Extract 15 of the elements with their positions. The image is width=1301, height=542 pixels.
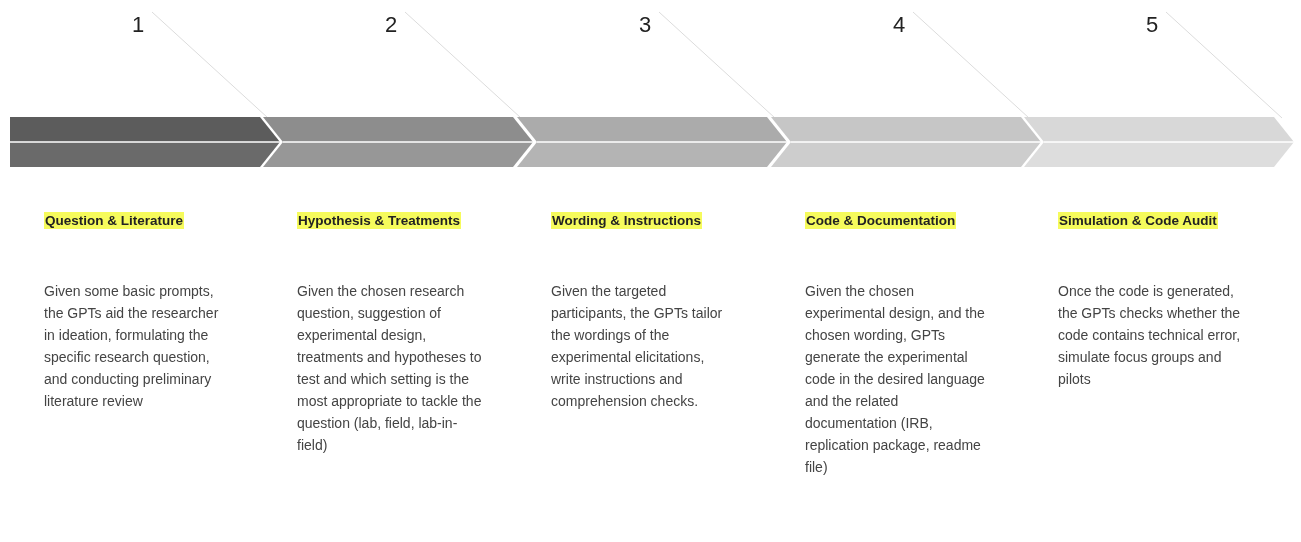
step-number: 2 bbox=[385, 12, 398, 38]
step-number: 3 bbox=[639, 12, 652, 38]
step-heading: Code & Documentation bbox=[805, 212, 957, 229]
step-description: Given the targeted participants, the GPTs tailor the wordings of the experimental elicitations, write instructions and comprehension checks. bbox=[551, 282, 724, 411]
step-number: 5 bbox=[1146, 12, 1159, 38]
step-description: Once the code is generated, the GPTs checks whether the code contains technical error, simulate focus groups and pilots bbox=[1058, 282, 1242, 389]
step-number: 1 bbox=[132, 12, 145, 38]
step-heading: Hypothesis & Treatments bbox=[297, 212, 462, 229]
step-description: Given some basic prompts, the GPTs aid the researcher in ideation, formulating the specific research question, and conducting preliminary literature review bbox=[44, 282, 220, 411]
step-heading: Wording & Instructions bbox=[551, 212, 702, 229]
step-description: Given the chosen research question, suggestion of experimental design, treatments and hypotheses to test and which setting is the most appropriate to tackle the question (lab, field, lab-in-field) bbox=[297, 282, 482, 455]
step-heading: Simulation & Code Audit bbox=[1058, 212, 1218, 229]
step-number: 4 bbox=[893, 12, 906, 38]
step-description: Given the chosen experimental design, and the chosen wording, GPTs generate the experimental code in the desired language and the related documentation (IRB, replication package, readme file) bbox=[805, 282, 986, 477]
step-heading: Question & Literature bbox=[44, 212, 185, 229]
